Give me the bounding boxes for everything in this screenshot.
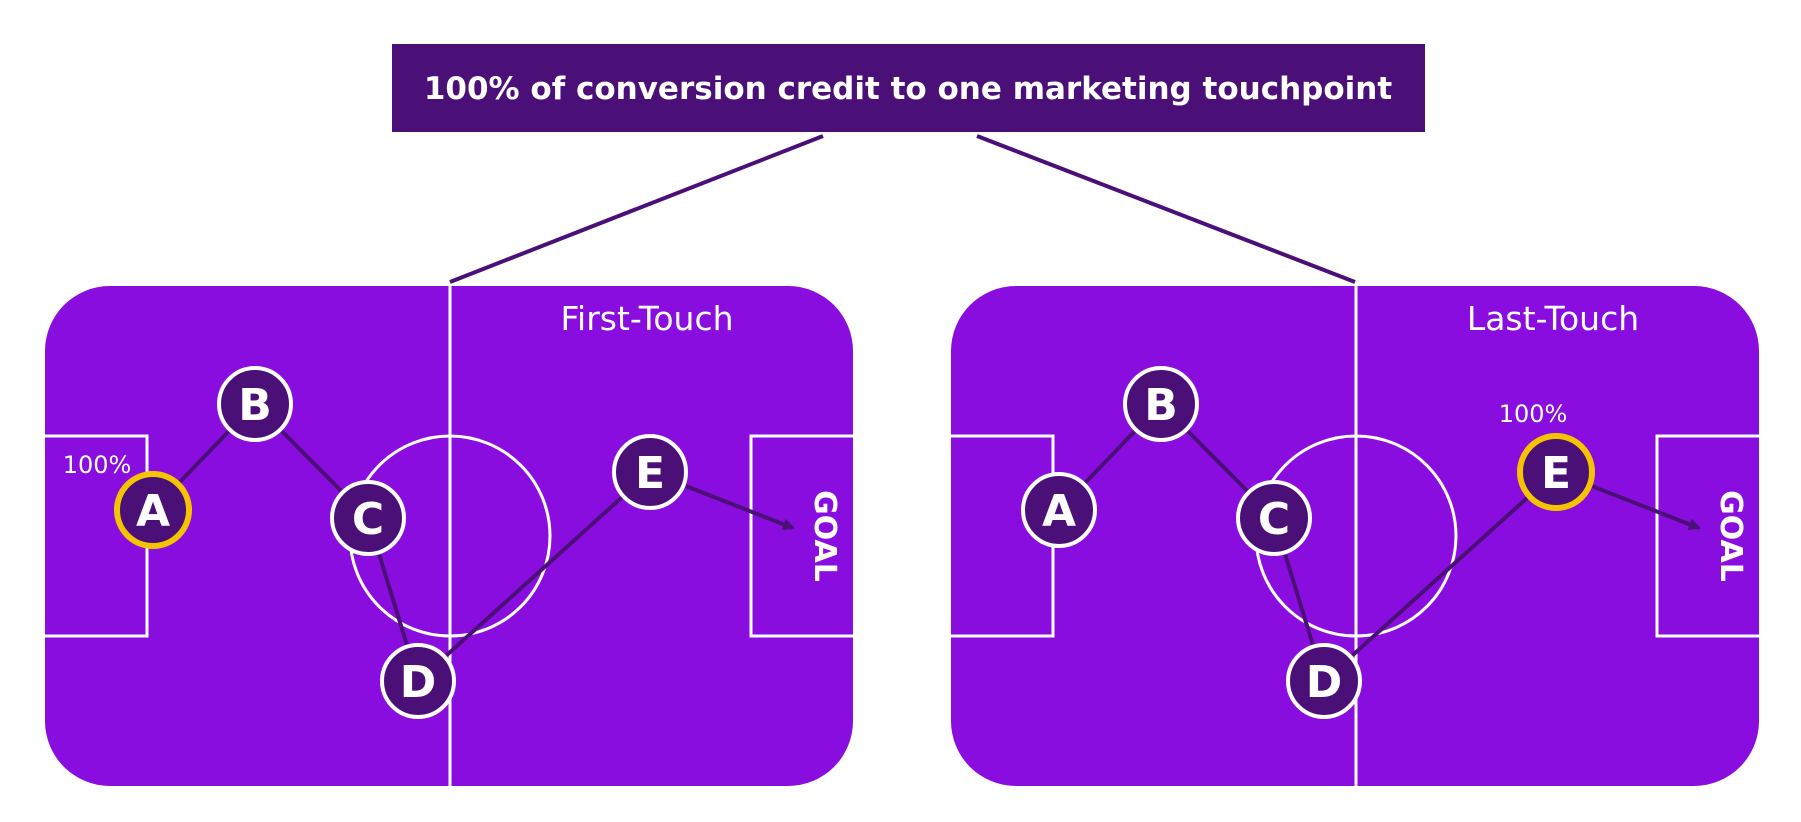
touchpoint-a-circle [1021, 472, 1097, 548]
touchpoint-d: D [1286, 643, 1362, 719]
touchpoint-c-circle [1236, 480, 1312, 556]
banner: 100% of conversion credit to one marketi… [392, 44, 1425, 132]
touchpoint-a-circle [114, 471, 192, 549]
touchpoint-b-label: B [238, 380, 272, 431]
touchpoint-e-circle [612, 434, 688, 510]
touchpoint-c-label: C [1258, 494, 1290, 545]
panel-first-touch: First-Touch 100% A B C D E G [45, 286, 853, 786]
touchpoint-e: E [1517, 433, 1595, 511]
touchpoint-d-circle [380, 643, 456, 719]
right-goal-box [749, 434, 853, 638]
touchpoint-b: B [1123, 366, 1199, 442]
credit-label: 100% [1499, 400, 1568, 428]
touchpoint-a: A [1021, 472, 1097, 548]
banner-background [392, 44, 1425, 132]
panel-last-touch: Last-Touch 100% A B C D E GO [951, 286, 1759, 786]
touchpoint-b-label: B [1144, 380, 1178, 431]
panel-title: Last-Touch [1467, 299, 1639, 338]
touchpoint-d-label: D [1306, 657, 1343, 708]
touchpoint-e-label: E [635, 448, 665, 499]
panel-title: First-Touch [560, 299, 733, 338]
path-d-e [1322, 470, 1558, 683]
goal-label: GOAL [1713, 490, 1748, 582]
touchpoint-a-label: A [1042, 486, 1076, 537]
connector-line-left [449, 134, 824, 284]
credit-label: 100% [63, 451, 132, 479]
touchpoint-d-circle [1286, 643, 1362, 719]
touchpoint-b-circle [217, 366, 293, 442]
touchpoint-c: C [1236, 480, 1312, 556]
goal-label: GOAL [807, 490, 842, 582]
banner-title: 100% of conversion credit to one marketi… [424, 71, 1392, 107]
touchpoint-c-circle [330, 480, 406, 556]
touchpoint-b: B [217, 366, 293, 442]
touchpoint-e-label: E [1541, 448, 1571, 499]
touchpoint-d: D [380, 643, 456, 719]
touchpoint-b-circle [1123, 366, 1199, 442]
connector-line-right [976, 134, 1356, 284]
touchpoint-d-label: D [400, 657, 437, 708]
path-d-e [416, 470, 652, 683]
touchpoint-a: A [114, 471, 192, 549]
touchpoint-c-label: C [352, 494, 384, 545]
touchpoint-e: E [612, 434, 688, 510]
touchpoint-a-label: A [136, 486, 170, 537]
touchpoint-c: C [330, 480, 406, 556]
touchpoint-e-circle [1517, 433, 1595, 511]
right-goal-box [1655, 434, 1759, 638]
